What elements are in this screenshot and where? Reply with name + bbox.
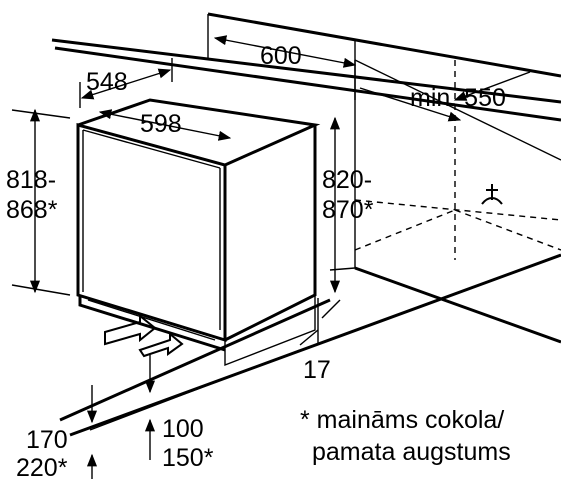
- dim-548: [79, 58, 173, 108]
- ventilation-arrows: [104, 313, 184, 358]
- label-170: 170: [26, 426, 68, 454]
- label-100: 100: [162, 415, 204, 443]
- dim-min-550: [359, 71, 531, 122]
- label-820: 820-: [322, 166, 372, 194]
- dim-818-868: [11, 108, 71, 296]
- floor: [59, 253, 561, 437]
- label-818: 818-: [6, 166, 56, 194]
- label-150: 150*: [162, 444, 214, 472]
- label-220: 220*: [16, 454, 68, 479]
- connection-icon: [481, 184, 503, 205]
- label-870: 870*: [322, 196, 374, 224]
- label-600: 600: [260, 42, 302, 70]
- label-868: 868*: [6, 196, 58, 224]
- dim-598: [98, 109, 232, 141]
- dim-17: [299, 298, 341, 346]
- note-line-2: pamata augstums: [312, 438, 511, 466]
- appliance-body: [76, 98, 321, 367]
- dim-600: [213, 35, 357, 100]
- note-line-1: * mainā​ms cokola/: [300, 406, 504, 434]
- label-548: 548: [86, 68, 128, 96]
- label-min-550: min. 550: [410, 84, 506, 112]
- label-17: 17: [303, 356, 331, 384]
- label-598: 598: [140, 110, 182, 138]
